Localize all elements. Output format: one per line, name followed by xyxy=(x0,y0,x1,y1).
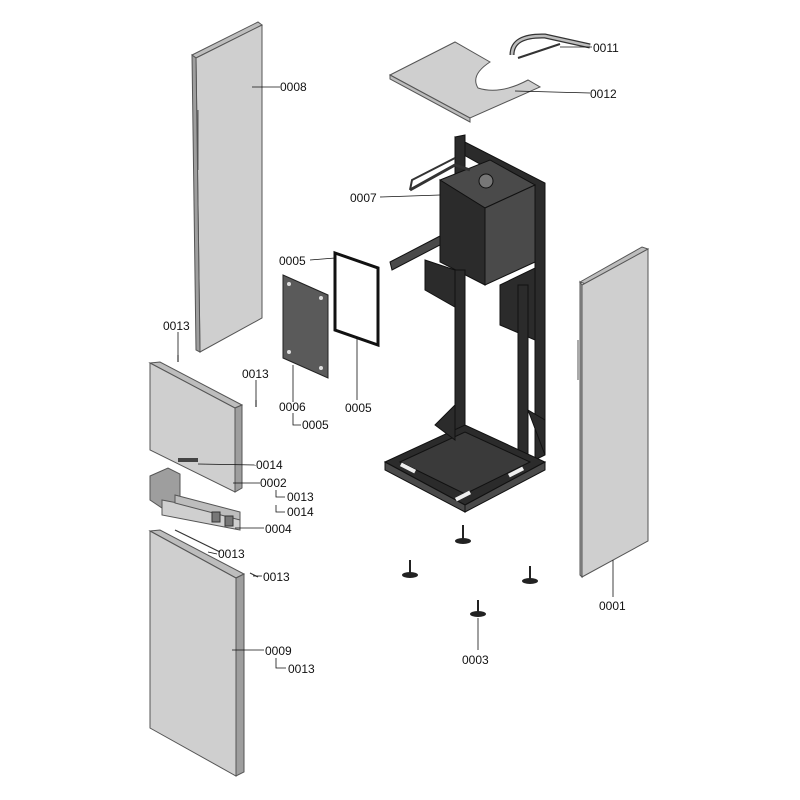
callout-0013-top: 0013 xyxy=(163,319,190,333)
part-0006-plate xyxy=(282,274,329,379)
callout-0008: 0008 xyxy=(280,80,307,94)
callout-0009: 0009 xyxy=(265,644,292,658)
part-0003-feet xyxy=(402,525,538,617)
callout-0004: 0004 xyxy=(265,522,292,536)
foot-3 xyxy=(522,566,538,584)
part-0009-lower-panel xyxy=(148,529,246,777)
callout-0007: 0007 xyxy=(350,191,377,205)
part-0001-right-panel xyxy=(577,246,650,579)
part-0012-top-cover xyxy=(388,41,542,123)
callout-0014-panel: 0014 xyxy=(256,458,283,472)
callout-0013-bottom: 0013 xyxy=(288,662,315,676)
callout-0013-panel: 0013 xyxy=(242,367,269,381)
callout-0012: 0012 xyxy=(590,87,617,101)
callout-0013-bracket: 0013 xyxy=(218,547,245,561)
leader-lines xyxy=(177,46,614,669)
foot-4 xyxy=(470,600,486,617)
part-0014-front-panel xyxy=(148,361,244,493)
callout-0003: 0003 xyxy=(462,653,489,667)
part-0011-handle xyxy=(509,33,591,59)
part-0007-frame xyxy=(383,134,547,513)
callout-0013-sub: 0013 xyxy=(287,490,314,504)
callout-0014-sub: 0014 xyxy=(287,505,314,519)
callout-0001: 0001 xyxy=(599,599,626,613)
callout-0013-lower: 0013 xyxy=(263,570,290,584)
foot-2 xyxy=(402,560,418,578)
part-0005-gasket xyxy=(333,250,380,348)
callout-0005-sub: 0005 xyxy=(302,418,329,432)
part-0004-bracket xyxy=(149,467,241,531)
callout-0005-right: 0005 xyxy=(345,401,372,415)
callout-0011: 0011 xyxy=(593,41,619,55)
foot-1 xyxy=(455,525,471,544)
part-0008-side-panel xyxy=(191,21,263,353)
callout-0002: 0002 xyxy=(260,476,287,490)
callout-0005-gasket: 0005 xyxy=(279,254,306,268)
callout-labels: 0008 0011 0012 0007 0005 0013 0013 0006 … xyxy=(163,41,626,676)
callout-0006: 0006 xyxy=(279,400,306,414)
